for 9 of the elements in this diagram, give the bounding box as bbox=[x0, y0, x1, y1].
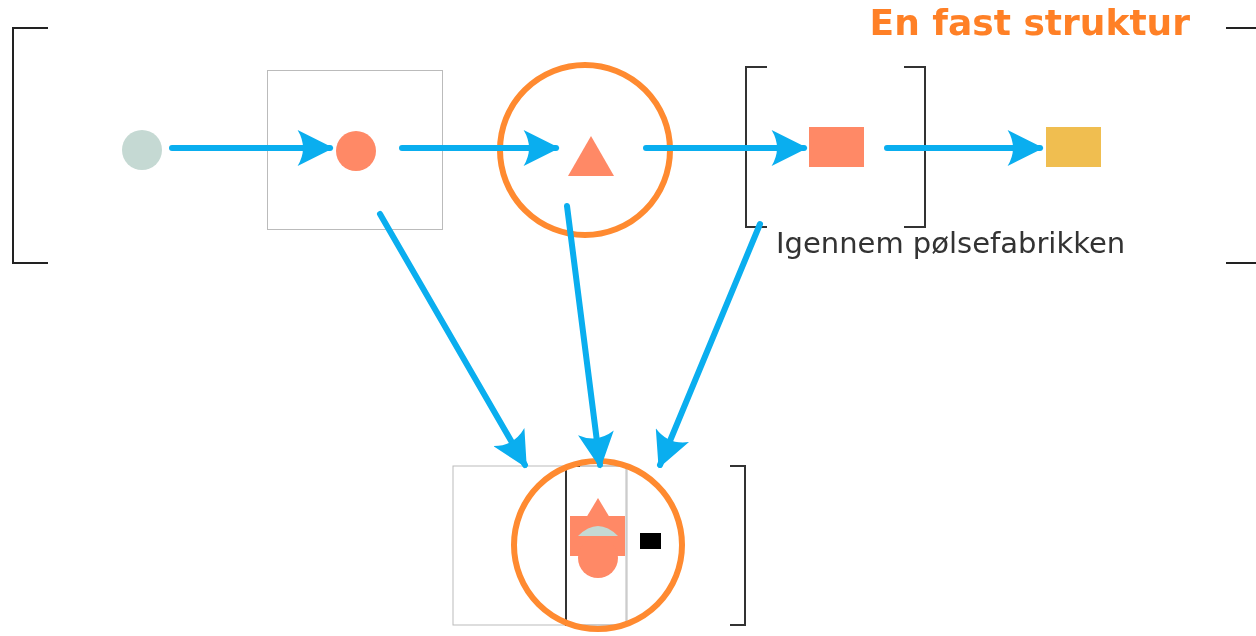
circle bbox=[122, 130, 162, 170]
frame-box bbox=[267, 70, 443, 230]
title: En fast struktur bbox=[869, 2, 1190, 43]
caption-text: Igennem pølsefabrikken bbox=[776, 226, 1126, 260]
square bbox=[809, 127, 864, 167]
circle bbox=[336, 131, 376, 171]
ring bbox=[497, 62, 673, 238]
square bbox=[1046, 127, 1101, 167]
triangle bbox=[568, 136, 614, 176]
